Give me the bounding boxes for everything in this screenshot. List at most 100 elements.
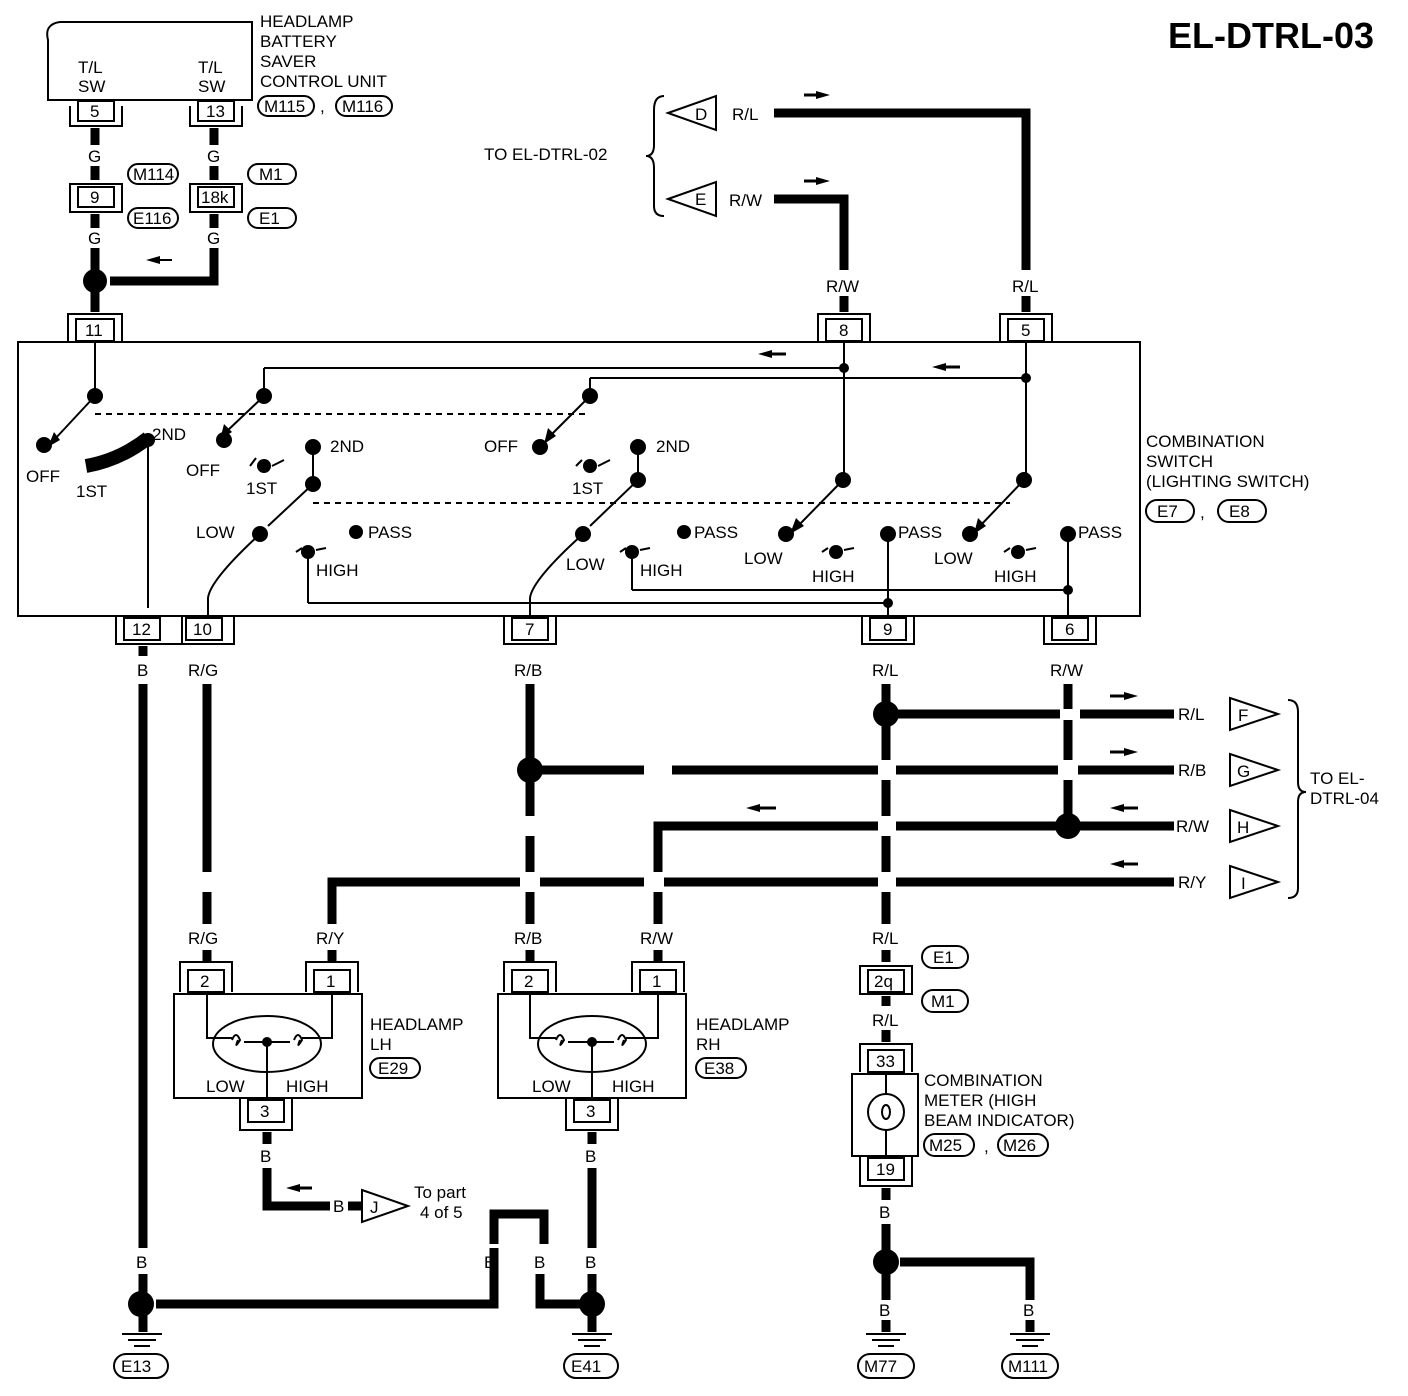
svg-text:LOW: LOW [532, 1077, 571, 1096]
to-part-ref: B J To part 4 of 5 [286, 1183, 466, 1224]
connector-badge [997, 1133, 1049, 1157]
svg-text:9: 9 [883, 620, 892, 639]
wire-label: R/W [640, 929, 673, 948]
svg-text:7: 7 [525, 620, 534, 639]
connector-badge [127, 207, 179, 229]
svg-text:LOW: LOW [196, 523, 235, 542]
svg-text:HIGH: HIGH [316, 561, 359, 580]
svg-text:LOW: LOW [566, 555, 605, 574]
svg-text:BATTERY: BATTERY [260, 32, 337, 51]
headlamp-lh: R/G R/Y 2 1 LOW HIGH 3 HEADLAMP LH E29 B [173, 929, 464, 1211]
svg-text:1ST: 1ST [246, 479, 277, 498]
svg-text:HEADLAMP: HEADLAMP [370, 1015, 464, 1034]
ground-name-badge [563, 1353, 619, 1379]
terminal-sw-label: SW [78, 77, 105, 96]
offpage-ref-g [1229, 752, 1282, 788]
svg-text:R/W: R/W [1176, 817, 1209, 836]
svg-text:OFF: OFF [26, 467, 60, 486]
pin-connector: 7 [503, 616, 557, 645]
offpage-ref-f [1229, 696, 1282, 732]
svg-text:E116: E116 [133, 209, 171, 228]
svg-text:3: 3 [260, 1102, 269, 1121]
pin-connector: 8 [817, 313, 871, 342]
svg-text:E41: E41 [571, 1357, 601, 1376]
wire-label: G [207, 229, 220, 248]
wire-label: R/Y [316, 929, 344, 948]
svg-text:B: B [333, 1197, 344, 1216]
svg-text:HIGH: HIGH [994, 567, 1037, 586]
svg-text:2ND: 2ND [152, 425, 186, 444]
wire-label: R/L [872, 1011, 898, 1030]
svg-text:13: 13 [206, 102, 225, 121]
svg-text:,: , [1200, 503, 1205, 522]
svg-text:HEADLAMP: HEADLAMP [696, 1015, 790, 1034]
wire-label: B [137, 661, 148, 680]
connector-badge [695, 1057, 747, 1079]
svg-text:M116: M116 [342, 97, 383, 116]
svg-text:,: , [984, 1137, 989, 1156]
wire-label: R/G [188, 929, 218, 948]
connector-badge [127, 163, 179, 185]
svg-text:PASS: PASS [898, 523, 942, 542]
svg-text:LH: LH [370, 1035, 392, 1054]
wire-label: R/W [1050, 661, 1083, 680]
svg-text:LOW: LOW [934, 549, 973, 568]
ground-name-badge [113, 1353, 169, 1379]
ground-icon [866, 1333, 906, 1347]
svg-text:(LIGHTING SWITCH): (LIGHTING SWITCH) [1146, 472, 1309, 491]
svg-text:E29: E29 [378, 1059, 408, 1078]
svg-text:HIGH: HIGH [612, 1077, 655, 1096]
battery-saver-unit: HEADLAMP BATTERY SAVER CONTROL UNIT T/L … [46, 12, 393, 117]
svg-text:9: 9 [90, 188, 99, 207]
svg-text:RH: RH [696, 1035, 721, 1054]
svg-text:To part: To part [414, 1183, 466, 1202]
connector-badge [369, 1057, 421, 1079]
svg-text:6: 6 [1065, 620, 1074, 639]
svg-text:METER (HIGH: METER (HIGH [924, 1091, 1036, 1110]
ground-name-badge [1001, 1353, 1059, 1379]
svg-text:J: J [370, 1198, 379, 1217]
svg-text:BEAM INDICATOR): BEAM INDICATOR) [924, 1111, 1075, 1130]
terminal-sw-label: SW [198, 77, 225, 96]
svg-text:2: 2 [200, 972, 209, 991]
harness-wires [138, 684, 1174, 1248]
svg-text:PASS: PASS [1078, 523, 1122, 542]
wire-label: G [207, 147, 220, 166]
svg-text:I: I [1241, 874, 1246, 893]
svg-text:12: 12 [132, 620, 151, 639]
splice-dot [83, 269, 107, 293]
svg-text:R/L: R/L [1178, 705, 1204, 724]
svg-text:HIGH: HIGH [286, 1077, 329, 1096]
wire-label: R/B [514, 929, 542, 948]
svg-text:COMBINATION: COMBINATION [924, 1071, 1043, 1090]
svg-text:F: F [1238, 706, 1248, 725]
connector-badge [921, 945, 969, 969]
svg-text:SAVER: SAVER [260, 52, 316, 71]
connector-badge [1217, 499, 1267, 523]
battery-saver-label: HEADLAMP BATTERY SAVER CONTROL UNIT [260, 12, 387, 91]
svg-text:M115: M115 [264, 97, 305, 116]
svg-text:10: 10 [193, 620, 212, 639]
terminal-tl-label: T/L [198, 58, 223, 77]
svg-text:1ST: 1ST [572, 479, 603, 498]
svg-text:R/W: R/W [729, 191, 762, 210]
connector-badge [921, 989, 969, 1013]
wire-label: B [484, 1253, 495, 1272]
svg-text:5: 5 [90, 102, 99, 121]
connector-badge [247, 163, 297, 185]
switch-internals: 2ND OFF 1ST OFF 1ST 2ND LOW HIGH PASS [26, 342, 1122, 616]
svg-text:CONTROL UNIT: CONTROL UNIT [260, 72, 387, 91]
svg-text:M111: M111 [1008, 1357, 1048, 1376]
svg-text:3: 3 [586, 1102, 595, 1121]
joint-connector: 18k [189, 183, 243, 213]
connector-badge [247, 207, 297, 229]
svg-text:1: 1 [652, 972, 661, 991]
wire-label: R/L [872, 929, 898, 948]
ground-icon [572, 1333, 612, 1347]
svg-text:18k: 18k [201, 188, 229, 207]
svg-text:33: 33 [876, 1052, 895, 1071]
pin-connector: 13 [189, 100, 243, 127]
wire-label: R/G [188, 661, 218, 680]
svg-text:8: 8 [839, 321, 848, 340]
svg-text:LOW: LOW [206, 1077, 245, 1096]
